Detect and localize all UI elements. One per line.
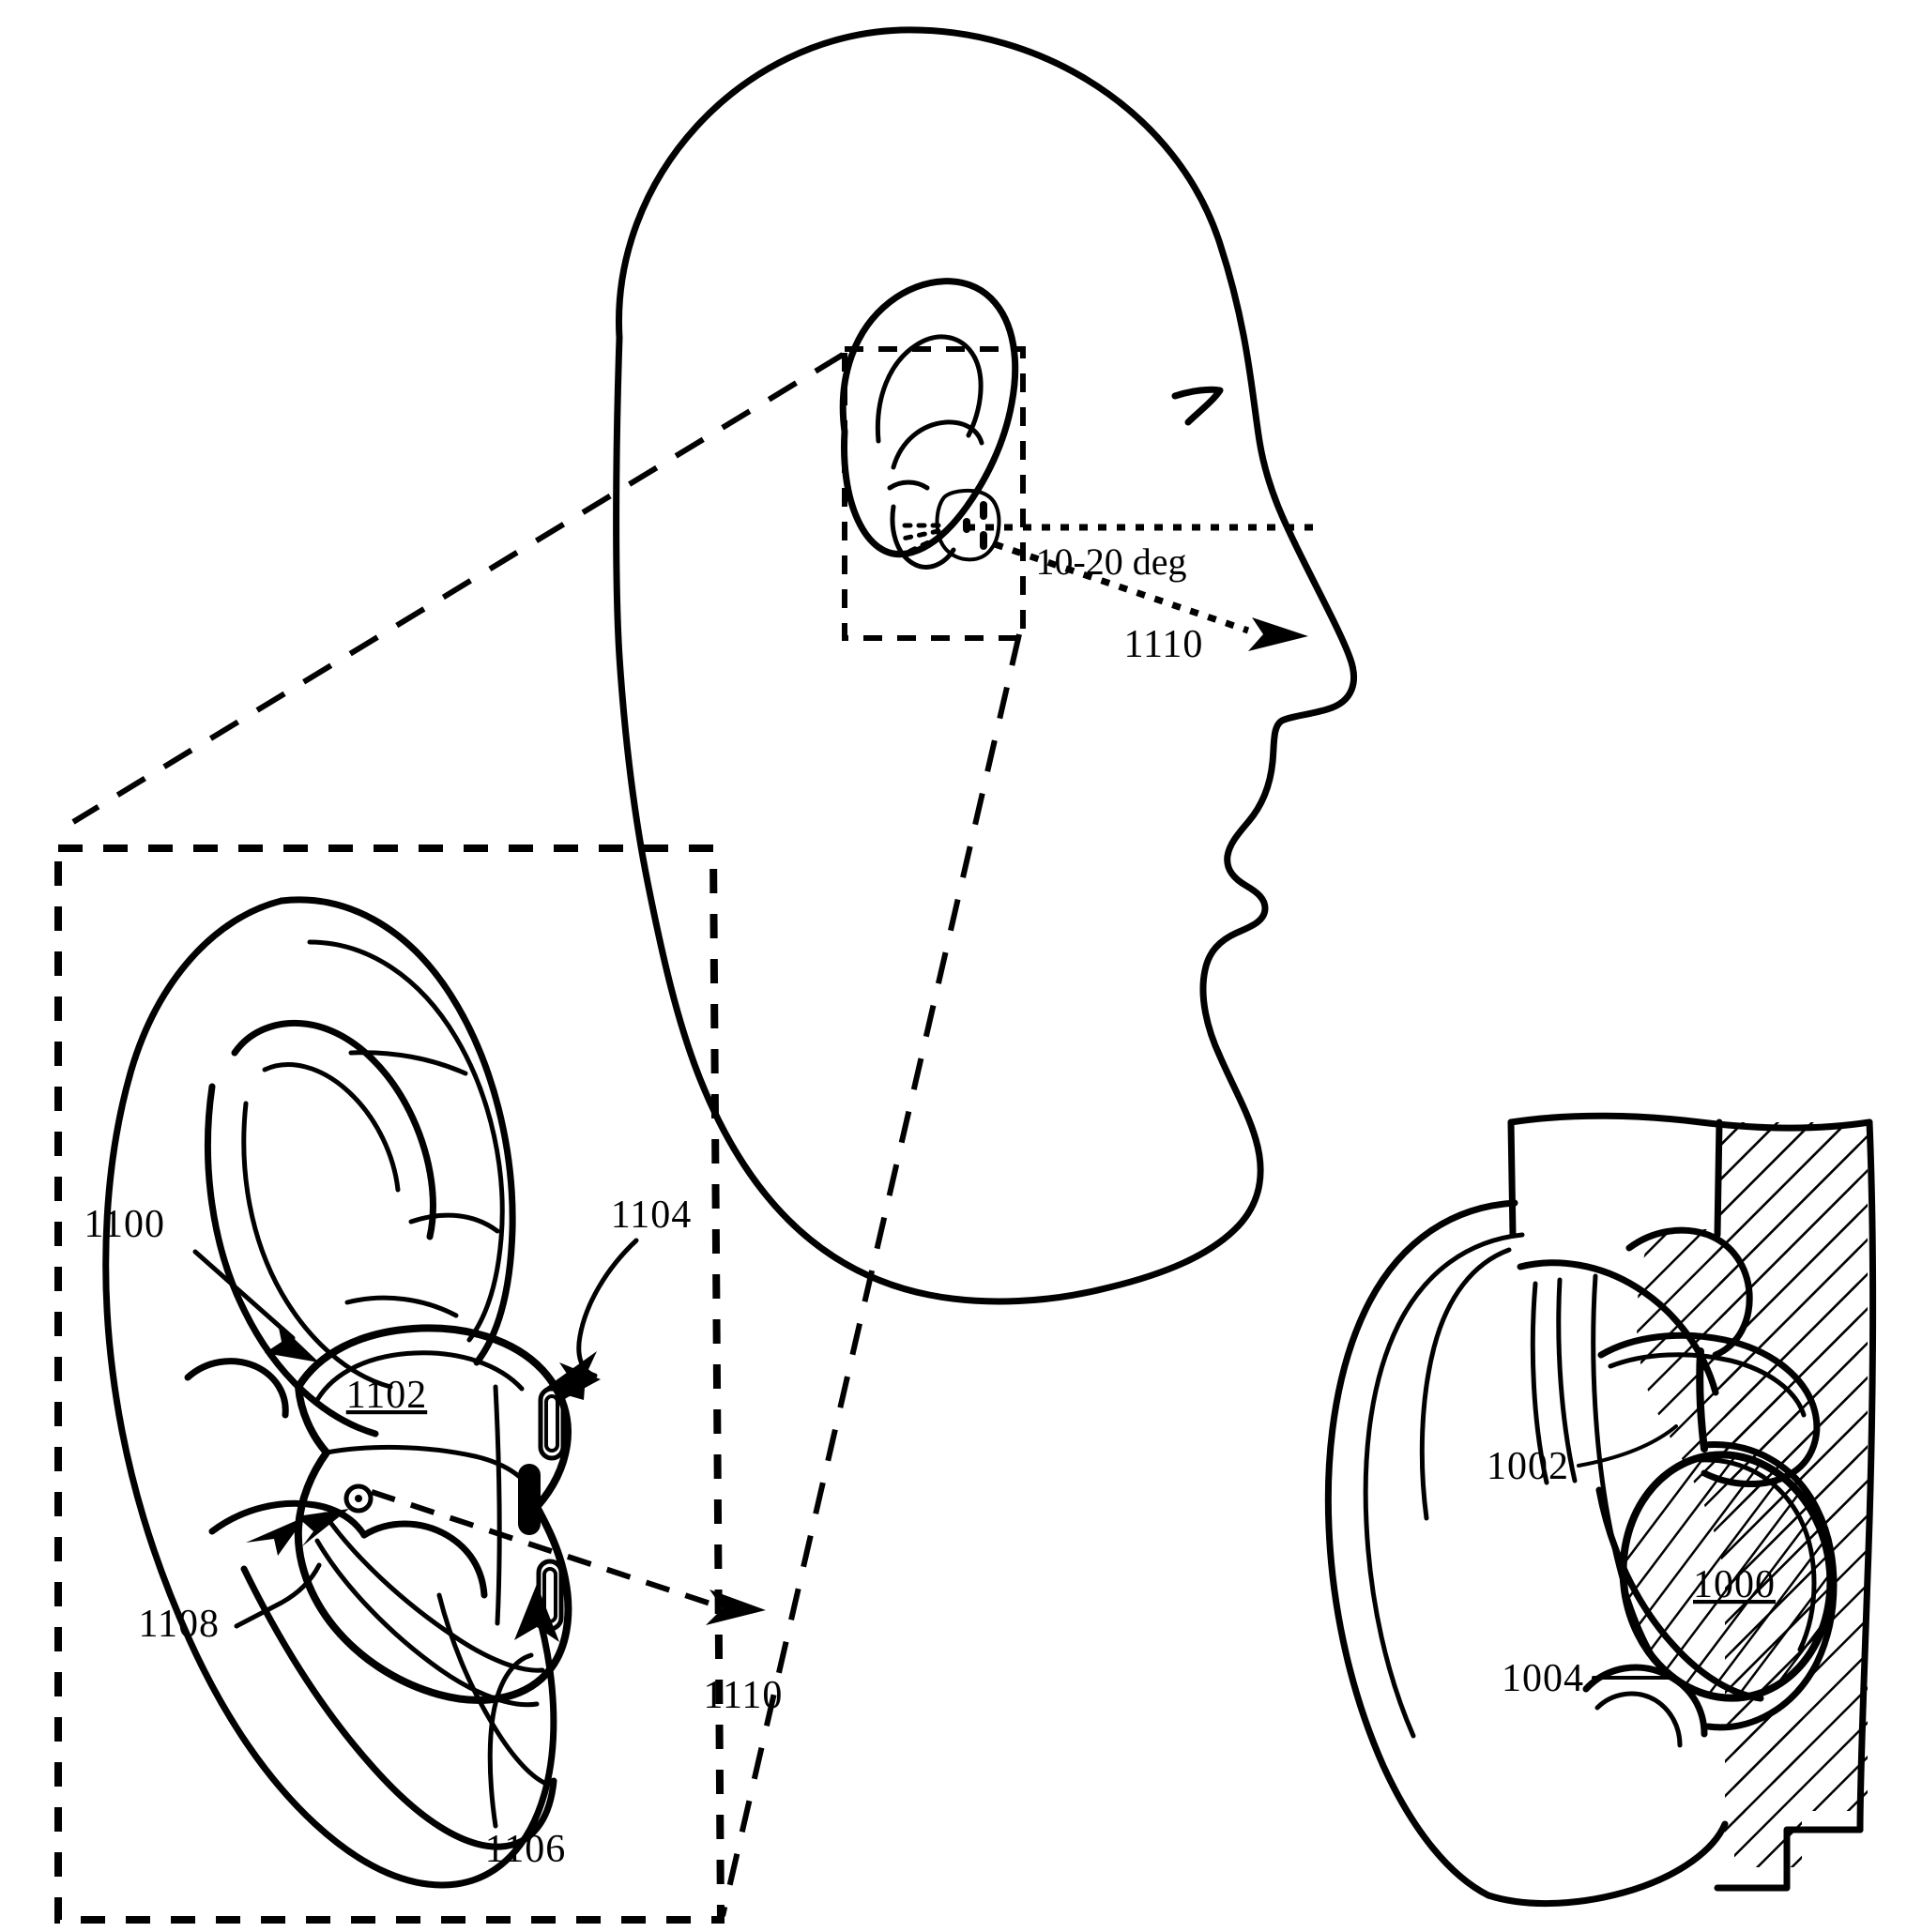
leader-1106: [487, 1652, 534, 1829]
cross-section-right-edge: [1856, 1118, 1877, 1833]
device-upper-lobe-contour: [314, 1350, 525, 1403]
enlarged-ear-intertragic-notch: [208, 1499, 368, 1539]
enlarged-detail-box: [54, 844, 725, 1924]
cross-section-antitragus-inner: [1594, 1691, 1683, 1748]
leader-1100: [192, 1249, 296, 1341]
enlarged-ear-crus-helix: [344, 1295, 459, 1318]
ref-label-1000: 1000: [1693, 1563, 1776, 1606]
device-outer-silhouette: [294, 1324, 572, 1704]
head-outline: [613, 26, 1357, 1305]
head-ear-tragus: [887, 479, 930, 491]
cross-section-top-notch: [1511, 1117, 1719, 1229]
leader-1104-arrow-tail-icon: [559, 1362, 601, 1402]
head-ear-lobe: [890, 504, 956, 570]
enlarged-ear-antihelix-upper-inner: [262, 1062, 401, 1193]
leader-1108: [234, 1562, 322, 1629]
enlarged-ear-helix-inner: [278, 896, 516, 1366]
enlarged-ear-tragus: [184, 1358, 289, 1419]
callout-expansion-lines: [71, 352, 1022, 1917]
ref-label-1110-enlarged: 1110: [704, 1674, 784, 1717]
ref-label-1108: 1108: [139, 1603, 220, 1646]
ear-cross-section-view: 1002 1004 1000: [1324, 1112, 1877, 1908]
enlarged-ear-antitragus: [360, 1520, 488, 1599]
cross-section-device-surround: [1701, 1441, 1838, 1731]
ref-label-1106: 1106: [485, 1828, 566, 1871]
cross-section-mid-tongue-inner: [1608, 1352, 1807, 1418]
device-lower-edge-contour: [314, 1538, 540, 1708]
cross-section-antihelix-crease-a: [1530, 1281, 1549, 1485]
cross-section-antitragus: [1582, 1664, 1708, 1738]
expansion-line-bottom: [720, 633, 1022, 1917]
leader-1108-arrow-wing-icon: [246, 1516, 306, 1556]
leader-1100-arrowhead-icon: [265, 1323, 319, 1362]
eye-mark-icon: [1171, 386, 1224, 426]
head-device-port-1: [980, 501, 987, 520]
head-device-port-2: [980, 531, 987, 550]
fan-ray-3: [906, 534, 943, 555]
ref-label-1102: 1102: [346, 1374, 427, 1417]
fan-ray-2: [900, 528, 941, 541]
angle-label: 10-20 deg: [1035, 540, 1186, 583]
ref-label-1100: 1100: [84, 1203, 165, 1246]
ref-label-1110-head: 1110: [1124, 623, 1204, 666]
leader-1110-dashed: [371, 1489, 714, 1607]
enlarged-ear-lobe: [240, 1565, 557, 1850]
device-faceplate-seam: [493, 1384, 502, 1626]
leader-1104: [576, 1238, 639, 1378]
ear-callout-box: [842, 346, 1026, 641]
expansion-line-top: [71, 352, 845, 825]
cross-section-device-surround-inner: [1698, 1457, 1817, 1652]
enlarged-ear-antihelix-upper: [231, 1020, 436, 1240]
cross-section-device-stem: [1696, 1347, 1708, 1453]
device-waist-contour: [324, 1444, 540, 1502]
leader-1002: [1577, 1424, 1678, 1468]
leader-1108-arrowhead-icon: [297, 1509, 349, 1546]
cross-section-lobe: [1485, 1820, 1729, 1908]
head-device-acoustic-fan: [898, 523, 943, 555]
leader-1106-arrowhead-icon: [514, 1584, 559, 1642]
cross-section-top-notch-left: [1507, 1118, 1517, 1239]
cross-section-antihelix-crease-b: [1556, 1277, 1578, 1483]
cross-section-top-notch-right: [1714, 1118, 1723, 1239]
head-profile-view: 10-20 deg 1110: [613, 26, 1357, 1305]
device-circular-port-1108: [343, 1483, 374, 1514]
cross-section-helix-fold: [1419, 1247, 1512, 1521]
enlarged-ear-detail-view: 1100 1102 1104 1108 1106 1110: [54, 844, 784, 1924]
cross-section-bottom-right-step: [1714, 1826, 1864, 1892]
ref-label-1004: 1004: [1502, 1657, 1584, 1700]
cross-section-top-edge: [1507, 1112, 1873, 1132]
device-port-middle-filled: [518, 1464, 541, 1535]
device-port-upper-inner: [544, 1394, 559, 1453]
enlarged-ear-helix-rim: [307, 939, 505, 1343]
head-ear-helix: [839, 278, 1019, 558]
enlarged-ear-fossa-line: [348, 1050, 468, 1076]
ref-label-1104: 1104: [611, 1194, 692, 1237]
enlarged-ear-helix-outer: [102, 897, 557, 1889]
cross-section-helix-inner: [1363, 1232, 1525, 1739]
beam-direction-dotted-arrow: [993, 540, 1250, 634]
head-ear-antihelix: [875, 334, 984, 444]
cross-section-device-hatch: [1623, 1454, 1831, 1698]
beam-arrowhead-icon: [1248, 617, 1308, 651]
device-lower-lobe-contour: [322, 1512, 545, 1673]
cross-section-upper-shelf: [1625, 1226, 1753, 1359]
device-circular-port-dot: [355, 1495, 362, 1502]
enlarged-device-body: [294, 1324, 572, 1708]
head-ear-concha-fold: [891, 419, 984, 470]
leader-1110-arrowhead-icon: [706, 1590, 766, 1625]
ref-label-1002: 1002: [1487, 1445, 1569, 1488]
cross-section-helix-outer: [1324, 1199, 1518, 1899]
cross-section-cavum: [1595, 1486, 1764, 1702]
enlarged-ear-concha-edge: [408, 1212, 500, 1234]
enlarged-ear-antihelix-body: [204, 1083, 379, 1438]
